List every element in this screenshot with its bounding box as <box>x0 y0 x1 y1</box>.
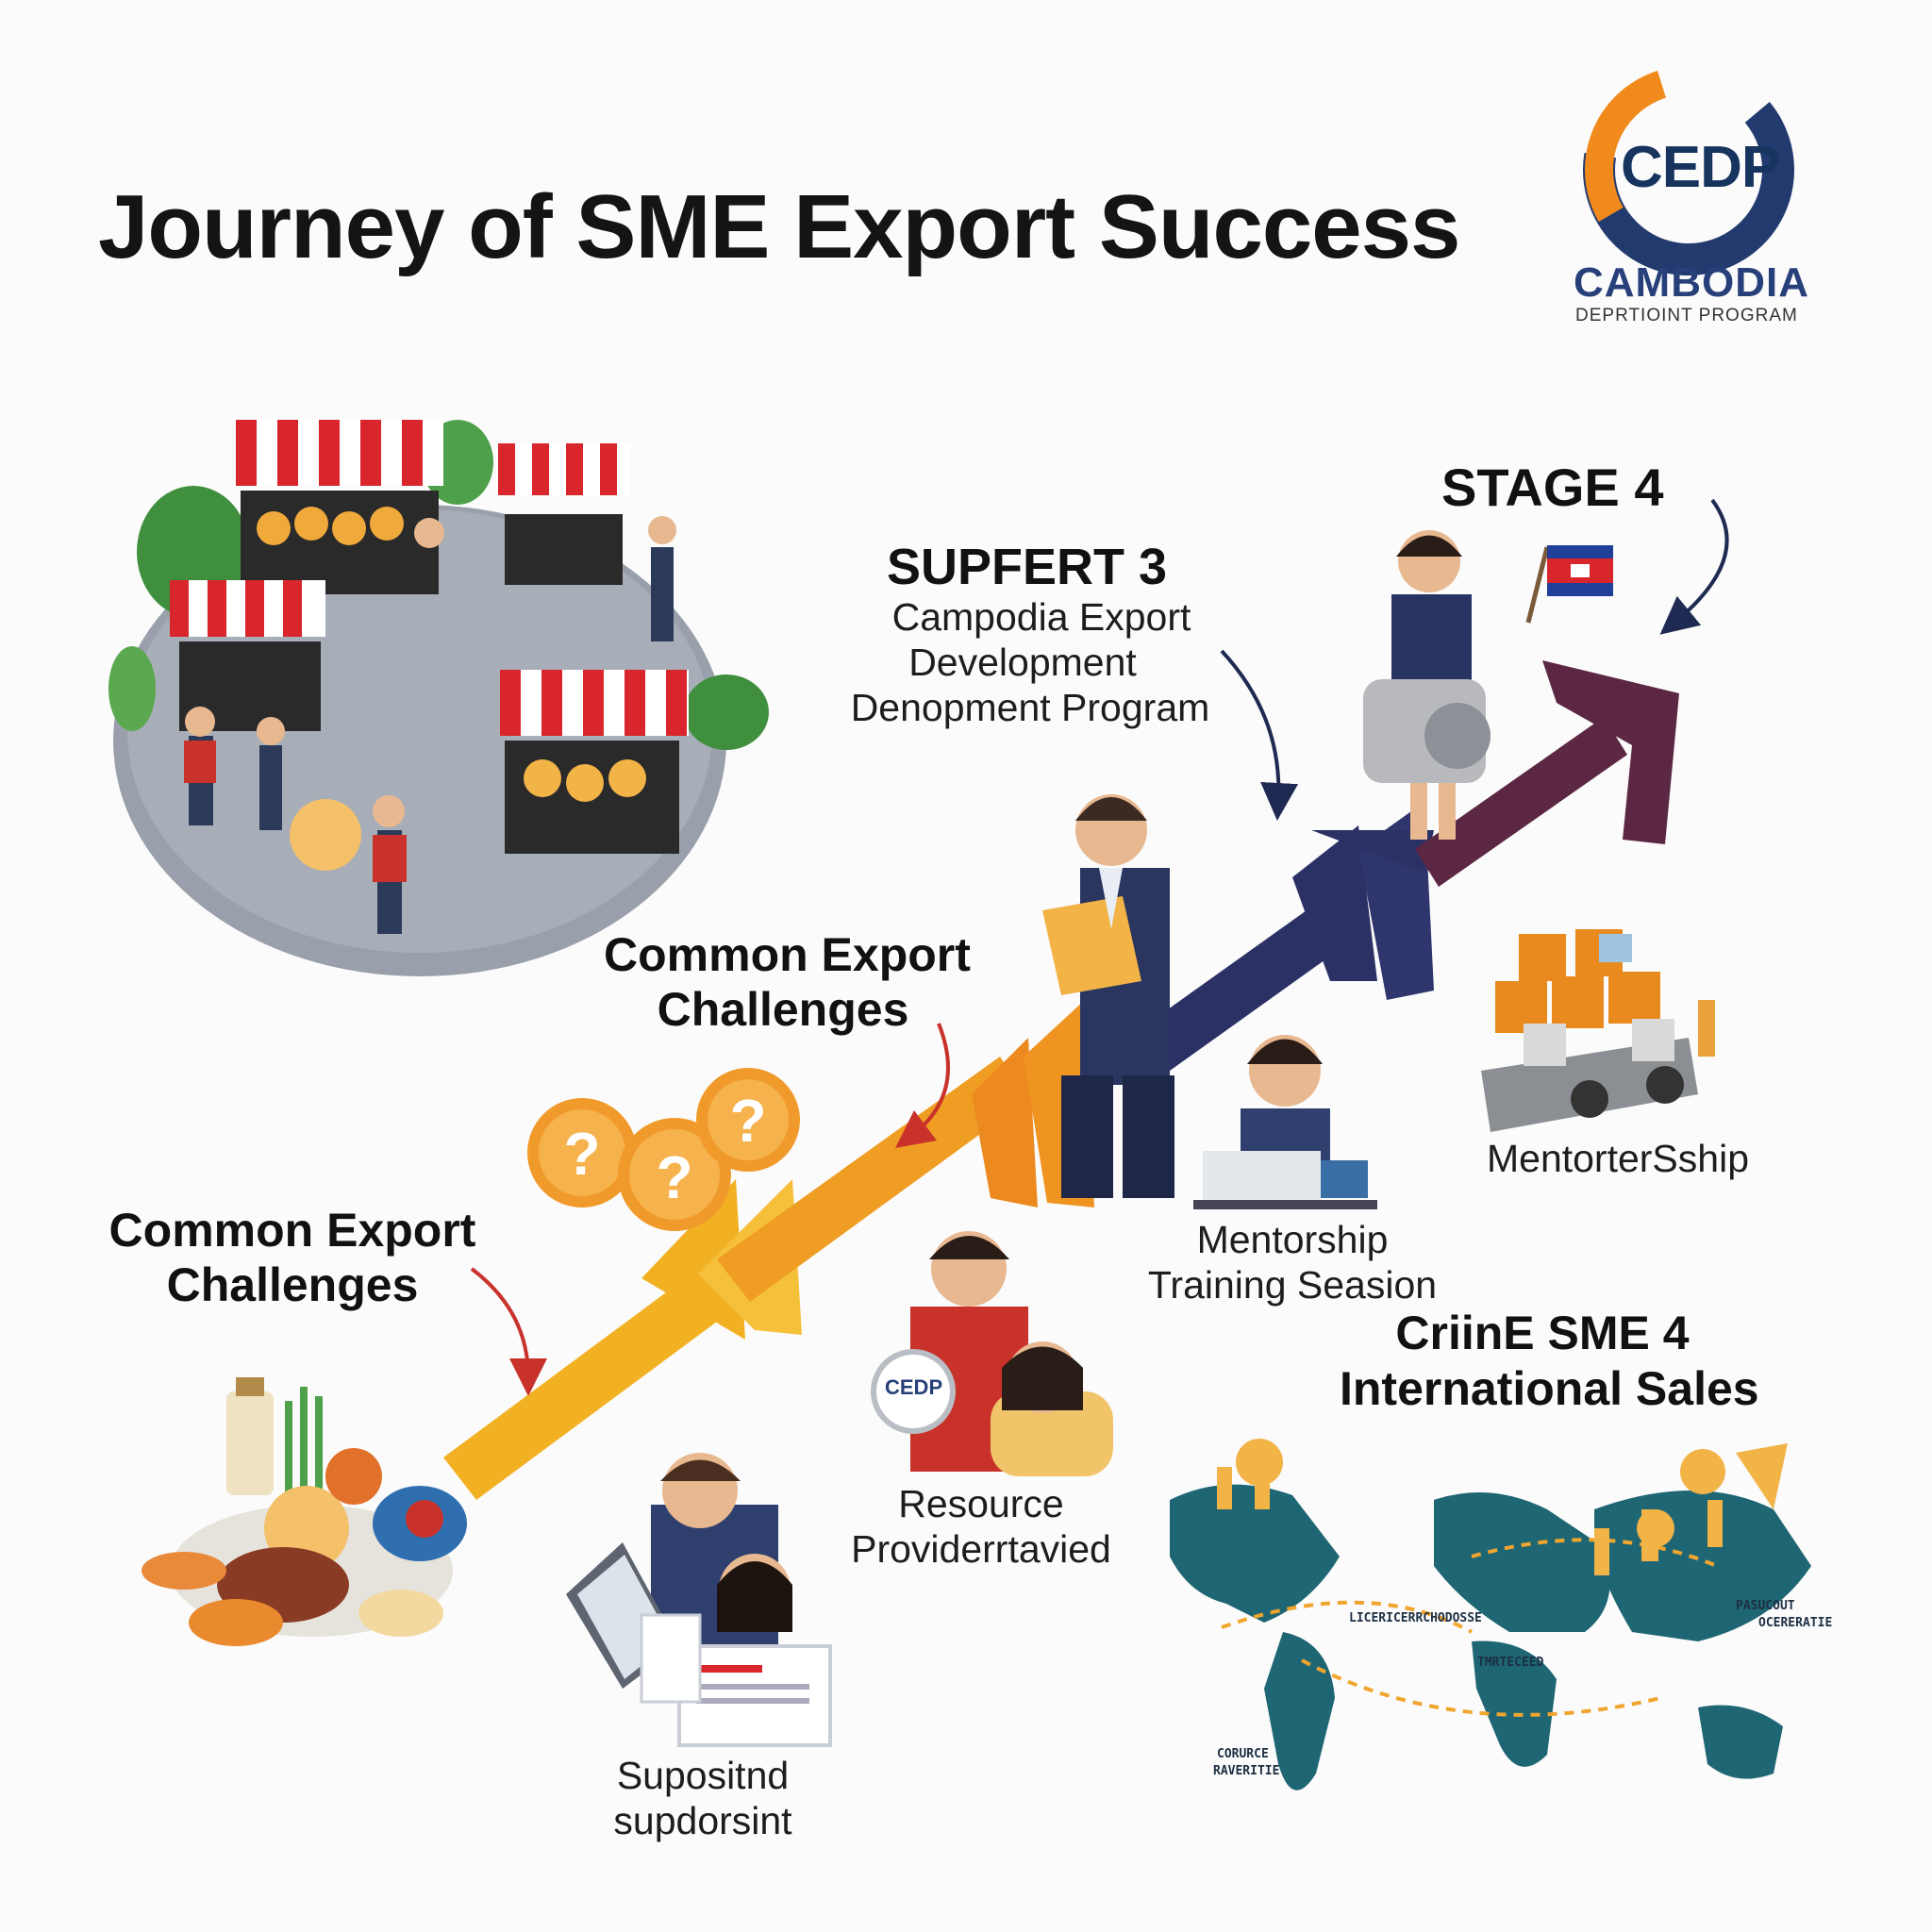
challenges-lower-line2: Challenges <box>166 1258 419 1311</box>
logo-tagline: DEPRTIOINT PROGRAM <box>1575 306 1798 325</box>
resource-provider-icon <box>871 1231 1113 1476</box>
map-label-e: CORURCE <box>1217 1747 1269 1761</box>
world-map-icon <box>1170 1439 1811 1790</box>
map-label-f: RAVERITIE <box>1213 1764 1280 1778</box>
stage4-label: STAGE 4 <box>1441 458 1664 517</box>
mentorship-session-line1: Mentorship <box>1196 1218 1389 1261</box>
challenges-lower-line1: Common Export <box>108 1204 476 1257</box>
support-line2: supdorsint <box>613 1799 792 1842</box>
stage4-woman-icon <box>1363 530 1491 840</box>
support-line1: Supositnd <box>616 1754 790 1797</box>
page-title: Journey of SME Export Success <box>98 176 1460 277</box>
logo-mark: CEDP <box>1621 135 1780 200</box>
market-stall-icon <box>108 420 769 976</box>
journey-arrow-yellow <box>443 1057 1028 1500</box>
map-label-b: PASUCOUT <box>1736 1599 1795 1613</box>
support-staff-icon <box>566 1453 832 1747</box>
mentorship-session-line2: Training Seasion <box>1147 1263 1438 1307</box>
stage3-line1: Campodia Export <box>891 595 1191 639</box>
question-mark-icon: ??? <box>527 1068 800 1231</box>
mentorship-right-label: MentorterSship <box>1486 1137 1749 1180</box>
food-products-icon <box>142 1377 467 1646</box>
mentor-laptop-icon <box>1193 1035 1377 1209</box>
challenges-upper-line2: Challenges <box>657 983 909 1036</box>
stage3-heading: SUPFERT 3 <box>887 539 1168 595</box>
svg-text:?: ? <box>729 1087 766 1155</box>
map-label-d: TMRTECEED <box>1477 1656 1544 1670</box>
cargo-truck-icon <box>1481 929 1715 1132</box>
resource-line1: Resource <box>898 1482 1064 1525</box>
cedp-badge: CEDP <box>885 1375 943 1399</box>
challenges-upper-line1: Common Export <box>604 928 971 981</box>
map-label-c: OCERERATIE <box>1758 1616 1833 1630</box>
journey-arrow-navy <box>1141 802 1434 1071</box>
svg-text:?: ? <box>563 1120 600 1188</box>
international-line2: International Sales <box>1340 1362 1759 1415</box>
svg-text:?: ? <box>656 1143 692 1211</box>
stage3-line2: Development <box>908 641 1137 684</box>
logo-name: CAMBODIA <box>1574 259 1809 306</box>
businessman-icon <box>1042 794 1174 1198</box>
cambodia-flag-icon <box>1525 545 1613 624</box>
resource-line2: Providerrtavied <box>851 1527 1111 1571</box>
map-label-a: LICERICERRCHODOSSE <box>1349 1611 1482 1625</box>
international-line1: CriinE SME 4 <box>1395 1307 1690 1359</box>
journey-arrow-plum <box>1415 660 1679 887</box>
pointer-arrows <box>470 498 1729 1396</box>
stage3-line3: Denopment Program <box>850 686 1210 729</box>
